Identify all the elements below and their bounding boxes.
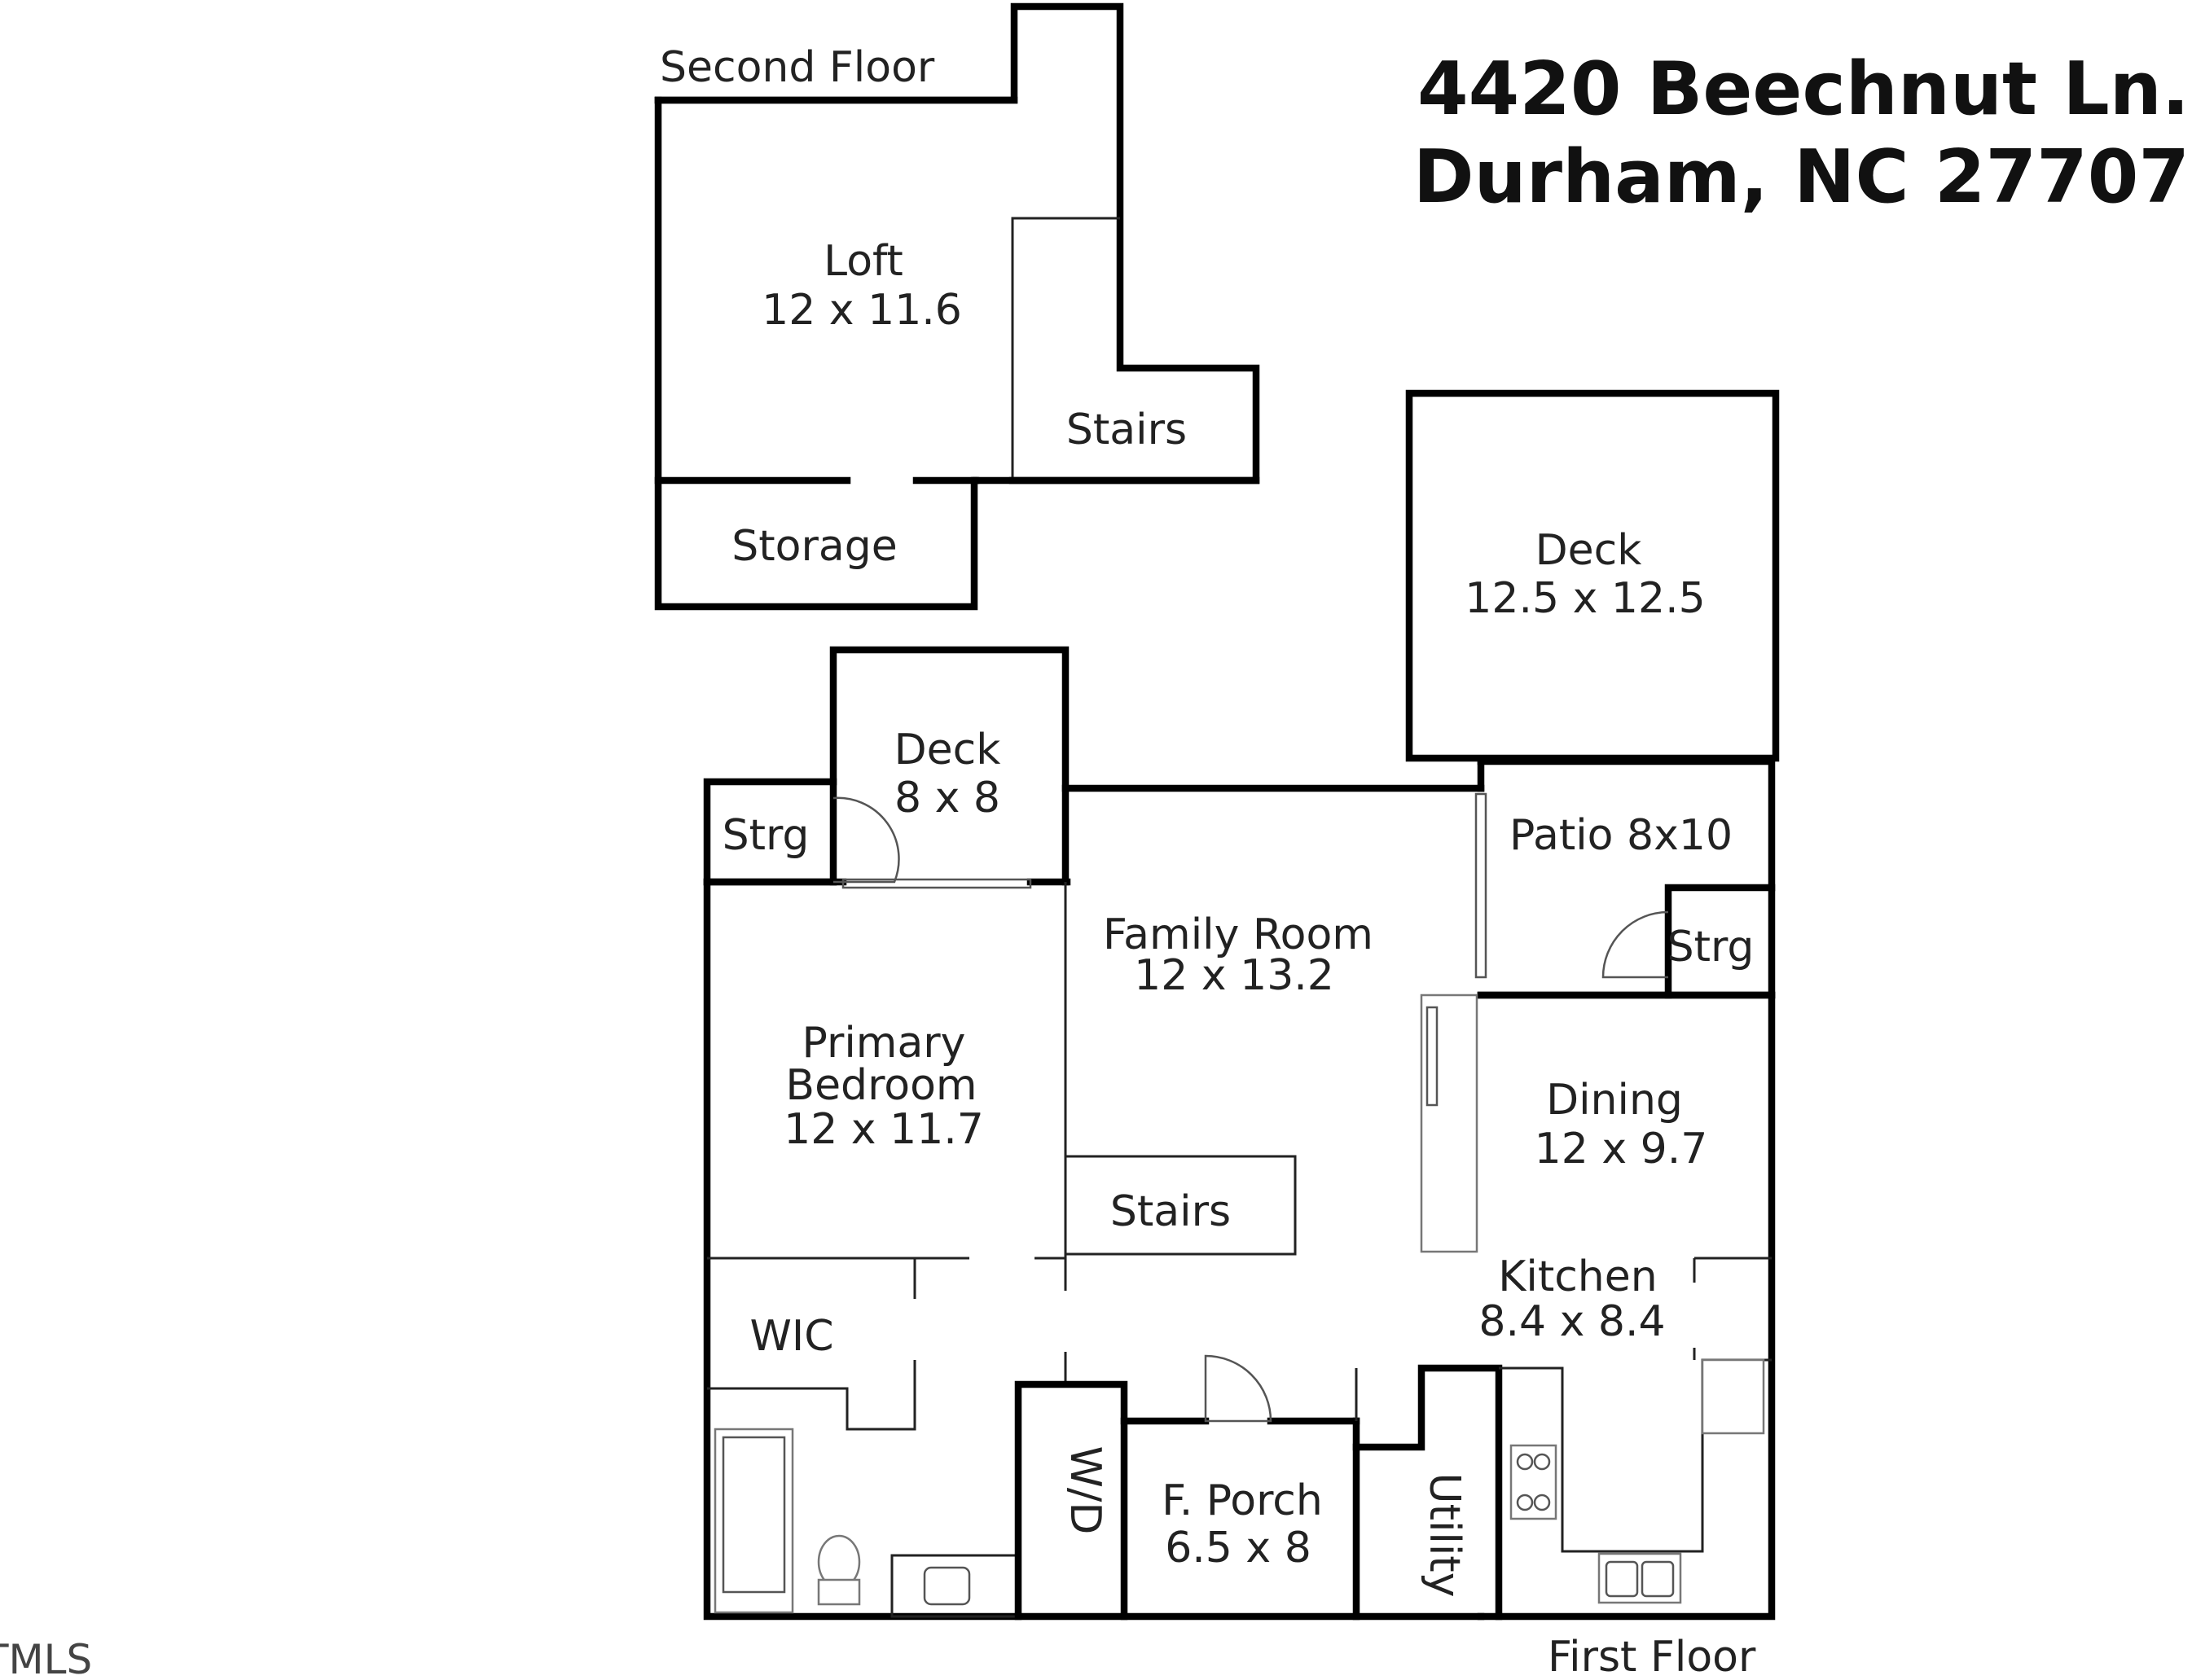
label-dining-size: 12 x 9.7 [1535,1125,1708,1173]
label-family-room-size: 12 x 13.2 [1134,951,1334,1000]
label-primary-bedroom-size: 12 x 11.7 [784,1105,984,1154]
label-storage: Storage [731,522,897,571]
address-line1: 4420 Beechnut Ln. [1417,46,2190,132]
second-floor-outline [654,2,1260,485]
strg-right-walls [1664,884,1776,999]
vanity [890,1554,1020,1618]
utility-walls [1352,1364,1503,1621]
label-kitchen: Kitchen [1498,1252,1657,1301]
label-front-porch-size: 6.5 x 8 [1165,1524,1311,1573]
stairs-upper-outline [1011,217,1120,480]
label-loft: Loft [824,237,903,286]
label-deck-small: Deck [894,726,1001,774]
stove [1509,1444,1557,1520]
first-floor [703,646,1776,1621]
label-front-porch: F. Porch [1162,1476,1323,1525]
door-swing-strg-left [832,796,900,884]
label-deck-small-size: 8 x 8 [894,774,1000,822]
door-swing-porch [1204,1354,1272,1423]
house-outline [703,878,1485,1621]
dining-kitchen-walls [1477,991,1776,1621]
label-dining: Dining [1546,1076,1683,1125]
label-loft-size: 12 x 11.6 [762,286,962,335]
wic-walls [707,1384,916,1431]
address-line2: Durham, NC 27707 [1413,134,2190,220]
refrigerator [1420,994,1478,1253]
label-second-floor: Second Floor [660,43,935,92]
label-patio: Patio 8x10 [1509,811,1733,860]
deck-small-walls [829,646,1070,886]
kitchen-counter-right [1701,1358,1765,1435]
label-primary-bedroom-1: Primary [802,1019,966,1068]
door-swing-strg-right [1601,910,1669,979]
second-floor [654,2,1260,611]
label-deck-large-size: 12.5 x 12.5 [1465,574,1705,623]
sliding-door-patio [1474,792,1487,979]
label-primary-bedroom-2: Bedroom [785,1061,977,1110]
label-kitchen-size: 8.4 x 8.4 [1478,1297,1665,1346]
bathtub [714,1428,794,1614]
label-stairs-lower: Stairs [1110,1187,1231,1236]
label-wd: W/D [1061,1446,1109,1535]
watermark: TMLS [0,1636,92,1680]
label-wic: WIC [749,1312,833,1361]
storage-walls [654,476,978,611]
sliding-door-deck [841,878,1032,889]
label-family-room: Family Room [1103,910,1373,959]
stairs-lower-outline [1065,1155,1297,1256]
label-strg-right: Strg [1667,923,1755,972]
label-deck-large: Deck [1535,526,1642,575]
label-first-floor: First Floor [1548,1633,1756,1680]
label-stairs-upper: Stairs [1066,406,1187,454]
sink-bath [923,1566,971,1606]
wd-walls [1014,1380,1128,1621]
label-strg-left: Strg [723,811,810,860]
label-utility: Utility [1420,1473,1469,1598]
